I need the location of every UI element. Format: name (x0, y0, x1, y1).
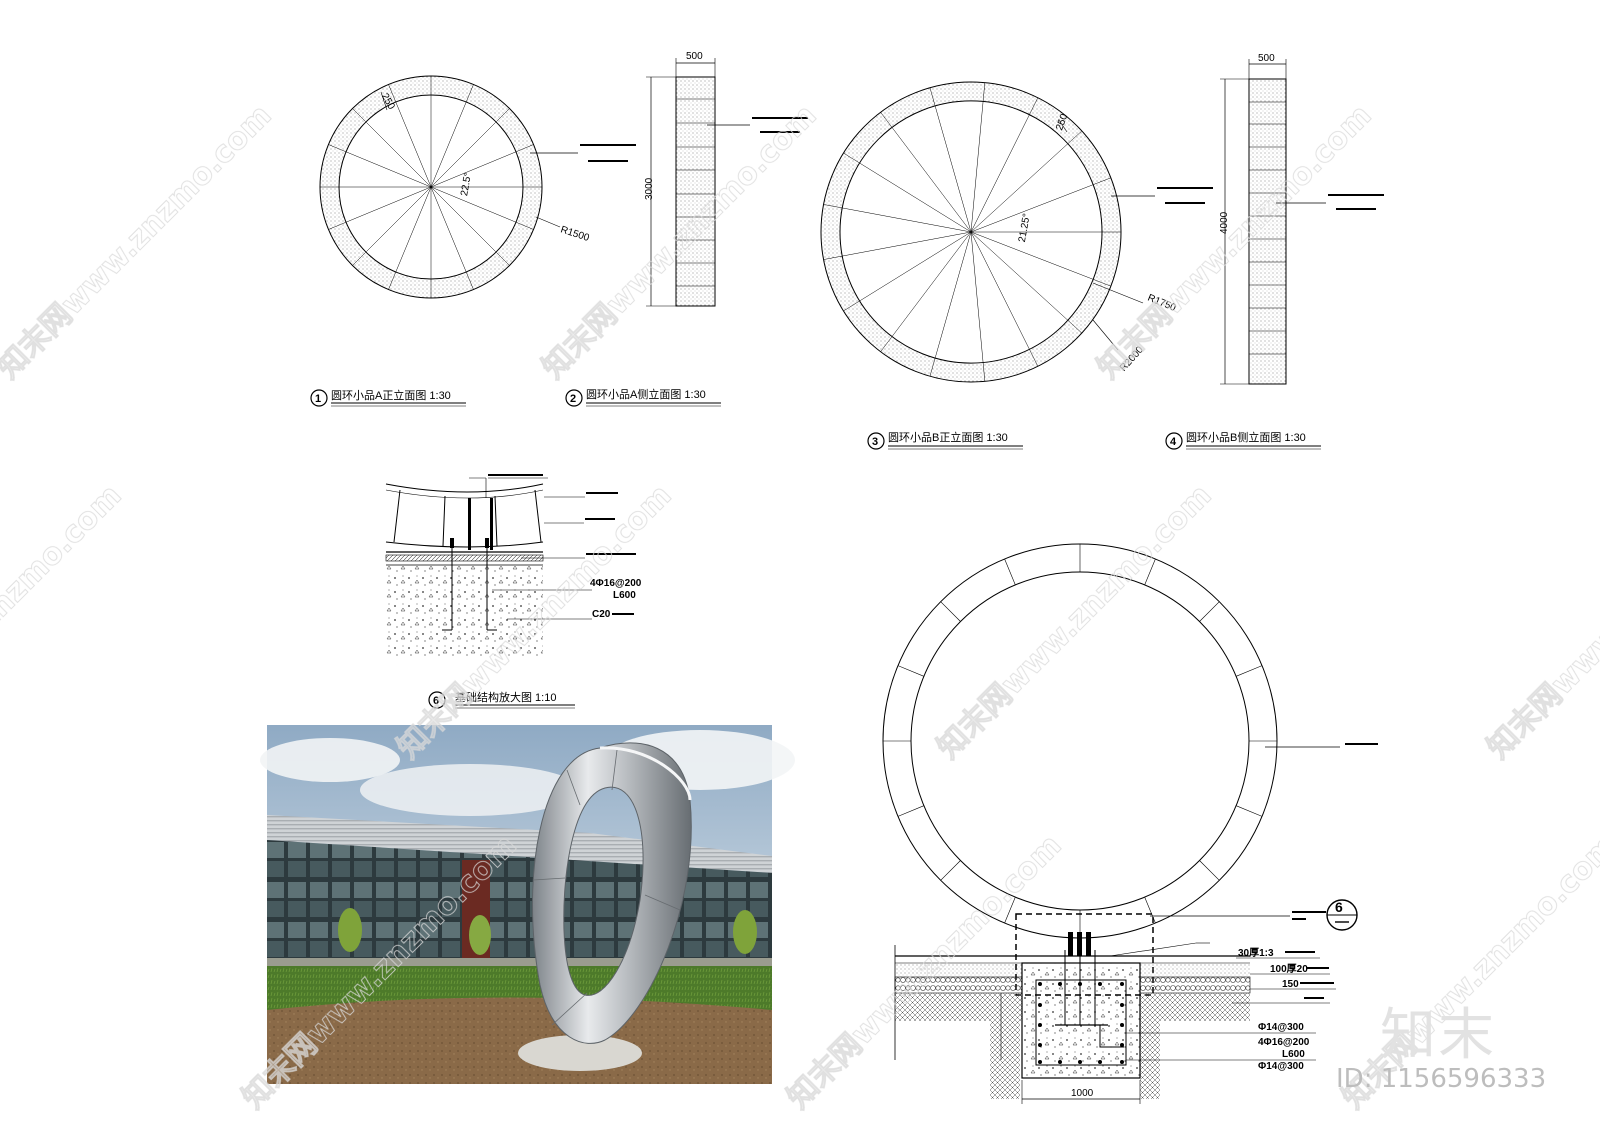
ring-a-side-height-dim: 3000 (644, 177, 655, 200)
svg-text:2: 2 (570, 393, 576, 405)
svg-text:知末网www.znzmo.com: 知末网www.znzmo.com (1481, 478, 1600, 766)
ring-a-front-title: 圆环小品A正立面图 1:30 (331, 388, 451, 402)
svg-text:3: 3 (872, 436, 878, 448)
ring-a-side-elevation: 500 3000 (644, 51, 808, 307)
svg-text:4: 4 (1170, 436, 1177, 448)
foundation-rebar-note: 4Φ16@200 (590, 578, 642, 589)
ring-a-radius-dim: R1500 (559, 224, 591, 244)
watermark-id: ID: 1156596333 (1336, 1064, 1547, 1094)
foundation-detail-title: 基础结构放大图 1:10 (455, 690, 556, 704)
title-ring-b-front: 3 圆环小品B正立面图 1:30 (867, 430, 1023, 450)
ring-a-side-body (675, 76, 716, 307)
ring-a-side-title: 圆环小品A侧立面图 1:30 (586, 387, 706, 401)
ring-b-spokes (823, 82, 1121, 382)
section-layer-30: 30厚1:3 (1238, 947, 1274, 959)
svg-text:知末网www.znzmo.com: 知末网www.znzmo.com (1091, 98, 1379, 386)
title-foundation-detail: 6 基础结构放大图 1:10 (428, 690, 575, 709)
ring-a-side-width-dim: 500 (686, 51, 703, 62)
ring-b-angle-dim: 21.25° (1017, 213, 1033, 244)
foundation-rebar-length: L600 (613, 590, 636, 601)
foundation-concrete-note: C20 (592, 609, 611, 620)
ring-a-angle-dim: 22.5° (459, 172, 474, 197)
ring-b-side-body (1248, 78, 1287, 385)
ring-b-side-title: 圆环小品B侧立面图 1:30 (1186, 430, 1306, 444)
section-rebar-length: L600 (1282, 1049, 1305, 1060)
ring-section-segments (883, 544, 1277, 938)
section-rebar-2: 4Φ16@200 (1258, 1037, 1310, 1048)
section-layer-100: 100厚20 (1270, 963, 1308, 975)
reference-photo (260, 725, 795, 1084)
watermark-repeated: 知末网www.znzmo.com 知末网www.znzmo.com 知末网www… (0, 97, 1600, 1116)
section-rebar-1: Φ14@300 (1258, 1022, 1304, 1033)
foundation-detail: 4Φ16@200 L600 C20 (385, 474, 642, 656)
svg-text:6: 6 (1335, 899, 1343, 915)
watermark-logo: 知末 (1380, 1003, 1496, 1068)
section-rebar-3: Φ14@300 (1258, 1061, 1304, 1072)
ring-b-side-height-dim: 4000 (1219, 211, 1230, 234)
title-ring-a-side: 2 圆环小品A侧立面图 1:30 (565, 387, 721, 407)
section-width-dim: 1000 (1071, 1088, 1094, 1099)
ring-b-side-elevation: 500 4000 (1219, 53, 1384, 385)
ring-a-spokes (320, 76, 542, 298)
svg-text:1: 1 (315, 393, 321, 405)
ring-a-front-elevation: 250 22.5° R1500 (319, 75, 636, 299)
svg-text:知末网www.znzmo.com: 知末网www.znzmo.com (931, 478, 1219, 766)
ring-b-front-title: 圆环小品B正立面图 1:30 (888, 430, 1008, 444)
ring-b-side-width-dim: 500 (1258, 53, 1275, 64)
ring-section-elevation: 6 30厚1:3 100厚20 (882, 543, 1378, 1104)
section-layer-150: 150 (1282, 979, 1299, 990)
title-ring-b-side: 4 圆环小品B侧立面图 1:30 (1165, 430, 1321, 450)
title-ring-a-front: 1 圆环小品A正立面图 1:30 (310, 388, 466, 407)
svg-text:知末网www.znzmo.com: 知末网www.znzmo.com (0, 478, 129, 766)
svg-text:6: 6 (433, 695, 439, 707)
svg-text:知末网www.znzmo.com: 知末网www.znzmo.com (0, 98, 279, 386)
